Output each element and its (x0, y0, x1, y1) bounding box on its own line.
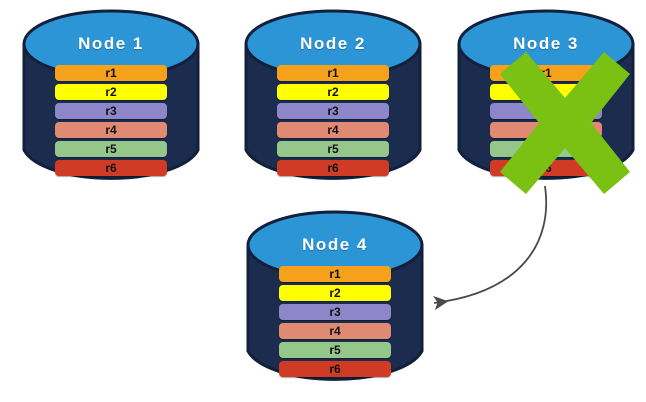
row-r4[interactable]: r4 (277, 122, 389, 138)
row-r6[interactable]: r6 (279, 361, 391, 377)
row-label: r3 (105, 104, 117, 118)
row-r3[interactable]: r3 (55, 103, 167, 119)
row-r5[interactable]: r5 (279, 342, 391, 358)
row-r5[interactable]: r5 (277, 141, 389, 157)
node-2-rows: r1 r2 r3 r4 r5 r6 (277, 65, 389, 179)
row-r5[interactable]: r5 (55, 141, 167, 157)
row-label: r6 (105, 161, 117, 175)
row-r2[interactable]: r2 (277, 84, 389, 100)
row-label: r5 (329, 343, 341, 357)
row-label: r4 (327, 123, 339, 137)
row-label: r1 (327, 66, 339, 80)
row-label: r2 (327, 85, 339, 99)
row-r3[interactable]: r3 (277, 103, 389, 119)
row-r1[interactable]: r1 (55, 65, 167, 81)
row-r6[interactable]: r6 (55, 160, 167, 176)
row-label: r5 (327, 142, 339, 156)
row-r4[interactable]: r4 (279, 323, 391, 339)
row-label: r3 (327, 104, 339, 118)
row-label: r4 (105, 123, 117, 137)
row-label: r4 (329, 324, 341, 338)
node-1-rows: r1 r2 r3 r4 r5 r6 (55, 65, 167, 179)
row-r4[interactable]: r4 (55, 122, 167, 138)
node-1[interactable]: Node 1 r1 r2 r3 r4 r5 r6 (22, 8, 200, 186)
row-label: r6 (329, 362, 341, 376)
node-2[interactable]: Node 2 r1 r2 r3 r4 r5 r6 (244, 8, 422, 186)
row-label: r2 (105, 85, 117, 99)
row-r1[interactable]: r1 (277, 65, 389, 81)
row-r2[interactable]: r2 (279, 285, 391, 301)
row-label: r1 (105, 66, 117, 80)
row-r2[interactable]: r2 (55, 84, 167, 100)
row-label: r6 (327, 161, 339, 175)
row-label: r5 (105, 142, 117, 156)
row-label: r3 (329, 305, 341, 319)
row-label: r2 (329, 286, 341, 300)
row-label: r1 (329, 267, 341, 281)
node-4-rows: r1 r2 r3 r4 r5 r6 (279, 266, 391, 380)
node-4[interactable]: Node 4 r1 r2 r3 r4 r5 r6 (246, 209, 424, 387)
row-r6[interactable]: r6 (277, 160, 389, 176)
row-r1[interactable]: r1 (279, 266, 391, 282)
row-r3[interactable]: r3 (279, 304, 391, 320)
